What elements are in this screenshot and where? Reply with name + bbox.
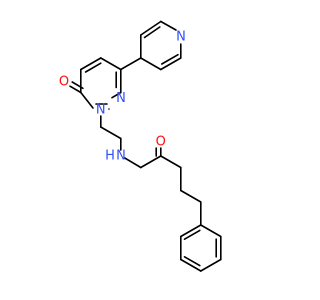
bond bbox=[124, 157, 142, 169]
bond bbox=[100, 57, 122, 71]
bond bbox=[200, 224, 222, 238]
atom-labels: O N N N N H O bbox=[59, 30, 186, 164]
bond bbox=[69, 85, 82, 94]
nitrogen-atom-pyridine: N bbox=[176, 30, 186, 45]
bond bbox=[80, 57, 102, 71]
bond bbox=[140, 155, 162, 169]
bond bbox=[80, 91, 94, 109]
bond bbox=[120, 57, 142, 71]
bond bbox=[71, 81, 84, 90]
bond bbox=[111, 91, 122, 99]
bonds bbox=[69, 20, 222, 272]
nitrogen-atom-n2: N bbox=[116, 91, 126, 106]
structure-canvas: O N N N N H O bbox=[58, 20, 222, 272]
bond bbox=[140, 57, 162, 71]
nitrogen-atom-n1: N bbox=[96, 103, 106, 118]
bond bbox=[140, 20, 162, 36]
bond bbox=[180, 258, 202, 272]
oxygen-atom-pyridazinone: O bbox=[59, 75, 69, 90]
nitrogen-atom-amide: N bbox=[116, 149, 126, 164]
oxygen-atom-amide: O bbox=[156, 135, 166, 150]
bond bbox=[161, 53, 179, 65]
bond bbox=[100, 126, 122, 140]
bond bbox=[160, 57, 182, 71]
bond bbox=[84, 62, 102, 73]
bond bbox=[180, 189, 202, 203]
bond bbox=[180, 224, 202, 238]
bond bbox=[183, 229, 201, 240]
bond bbox=[143, 26, 161, 39]
bond bbox=[160, 20, 177, 31]
bond bbox=[160, 155, 182, 169]
molecule-diagram: O N N N N H O bbox=[59, 20, 222, 272]
bond bbox=[183, 255, 201, 267]
hydrogen-atom-amide: H bbox=[105, 149, 115, 164]
bond bbox=[200, 258, 222, 272]
